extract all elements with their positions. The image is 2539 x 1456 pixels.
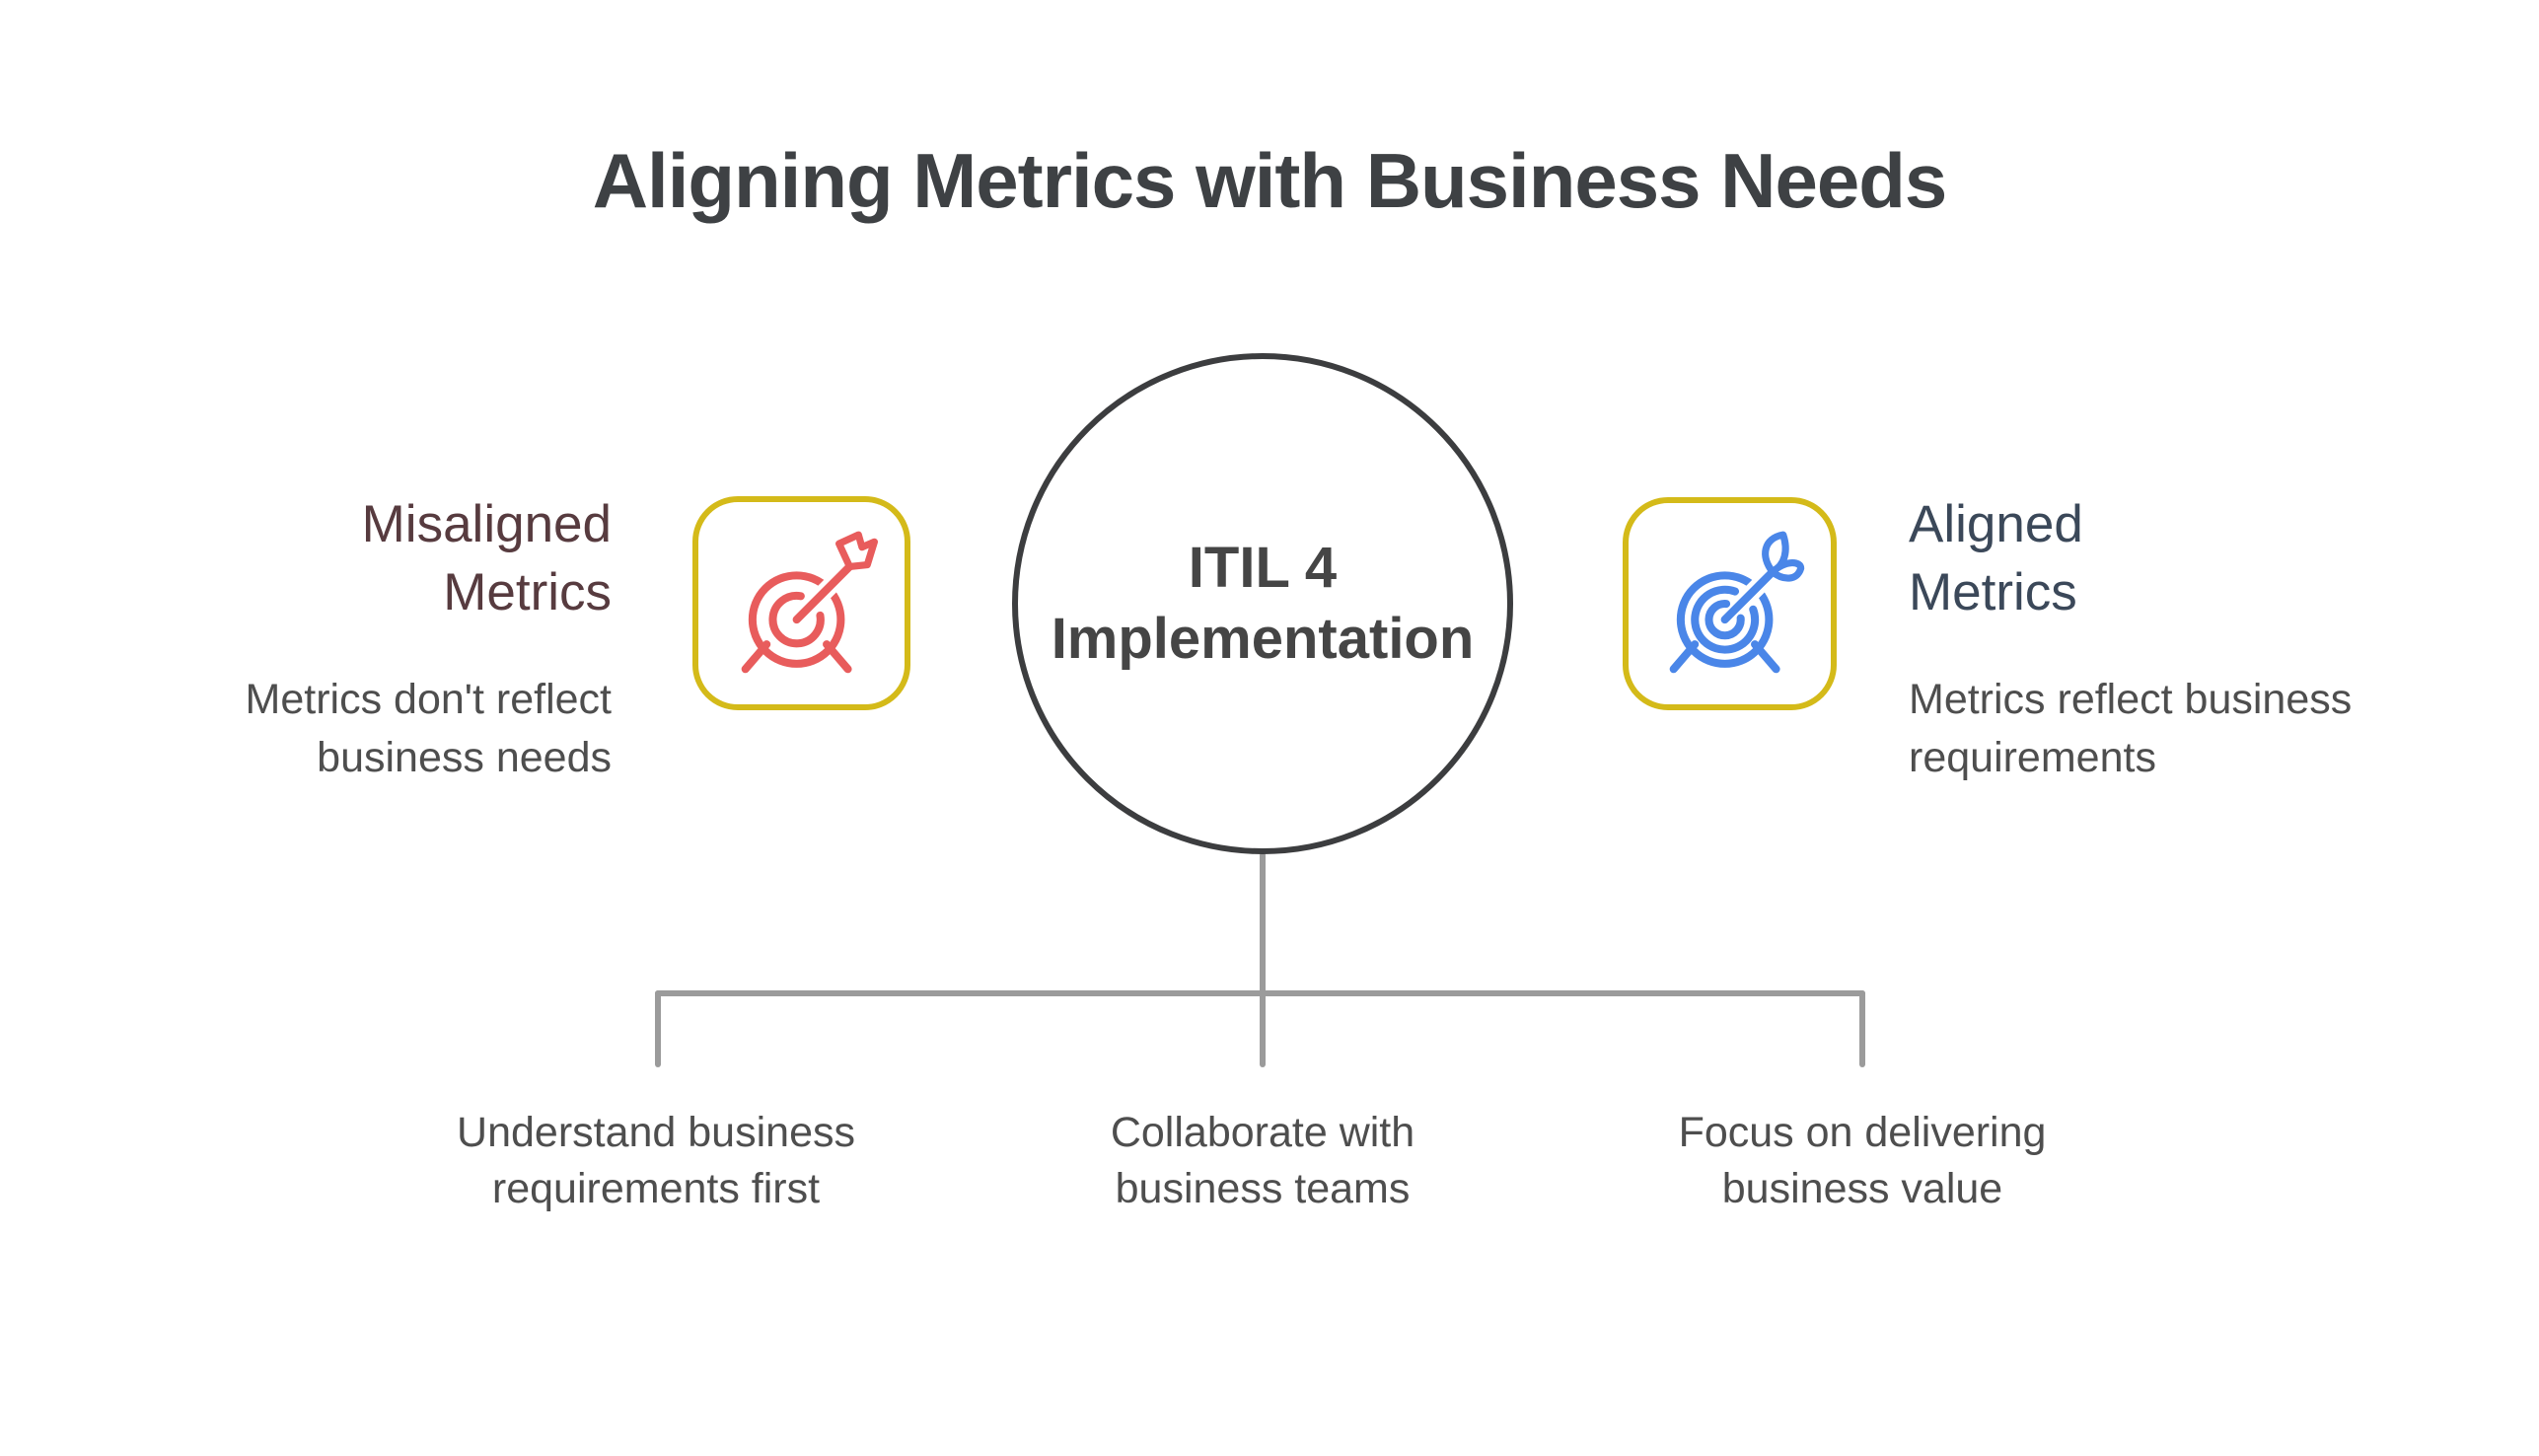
branch-label-deliver-value: Focus on delivering business value — [1678, 1109, 2047, 1213]
page-title: Aligning Metrics with Business Needs — [592, 137, 1948, 224]
connector-drop-right — [1859, 990, 1865, 1067]
misaligned-metrics-heading: Misaligned Metrics — [361, 495, 612, 621]
connector-branch-bar — [655, 990, 1865, 996]
connector-center-stem — [1260, 852, 1266, 1067]
target-dart-icon — [741, 531, 878, 673]
target-leaf-icon — [1669, 531, 1804, 674]
connector-drop-left — [655, 990, 661, 1067]
misaligned-metrics-block: Misaligned Metrics Metrics don't reflect… — [178, 491, 612, 787]
center-node-label: ITIL 4 Implementation — [1051, 535, 1475, 672]
center-node-circle: ITIL 4 Implementation — [1012, 353, 1513, 854]
aligned-metrics-heading: Aligned Metrics — [1909, 495, 2083, 621]
misaligned-metrics-description: Metrics don't reflect business needs — [245, 675, 612, 782]
aligned-metrics-description: Metrics reflect business requirements — [1909, 675, 2353, 782]
misaligned-icon-box — [692, 496, 910, 710]
branch-label-understand-requirements: Understand business requirements first — [457, 1109, 855, 1213]
aligned-metrics-block: Aligned Metrics Metrics reflect business… — [1909, 491, 2481, 787]
branch-label-collaborate-teams: Collaborate with business teams — [1110, 1109, 1415, 1213]
aligned-icon-box — [1623, 497, 1837, 710]
